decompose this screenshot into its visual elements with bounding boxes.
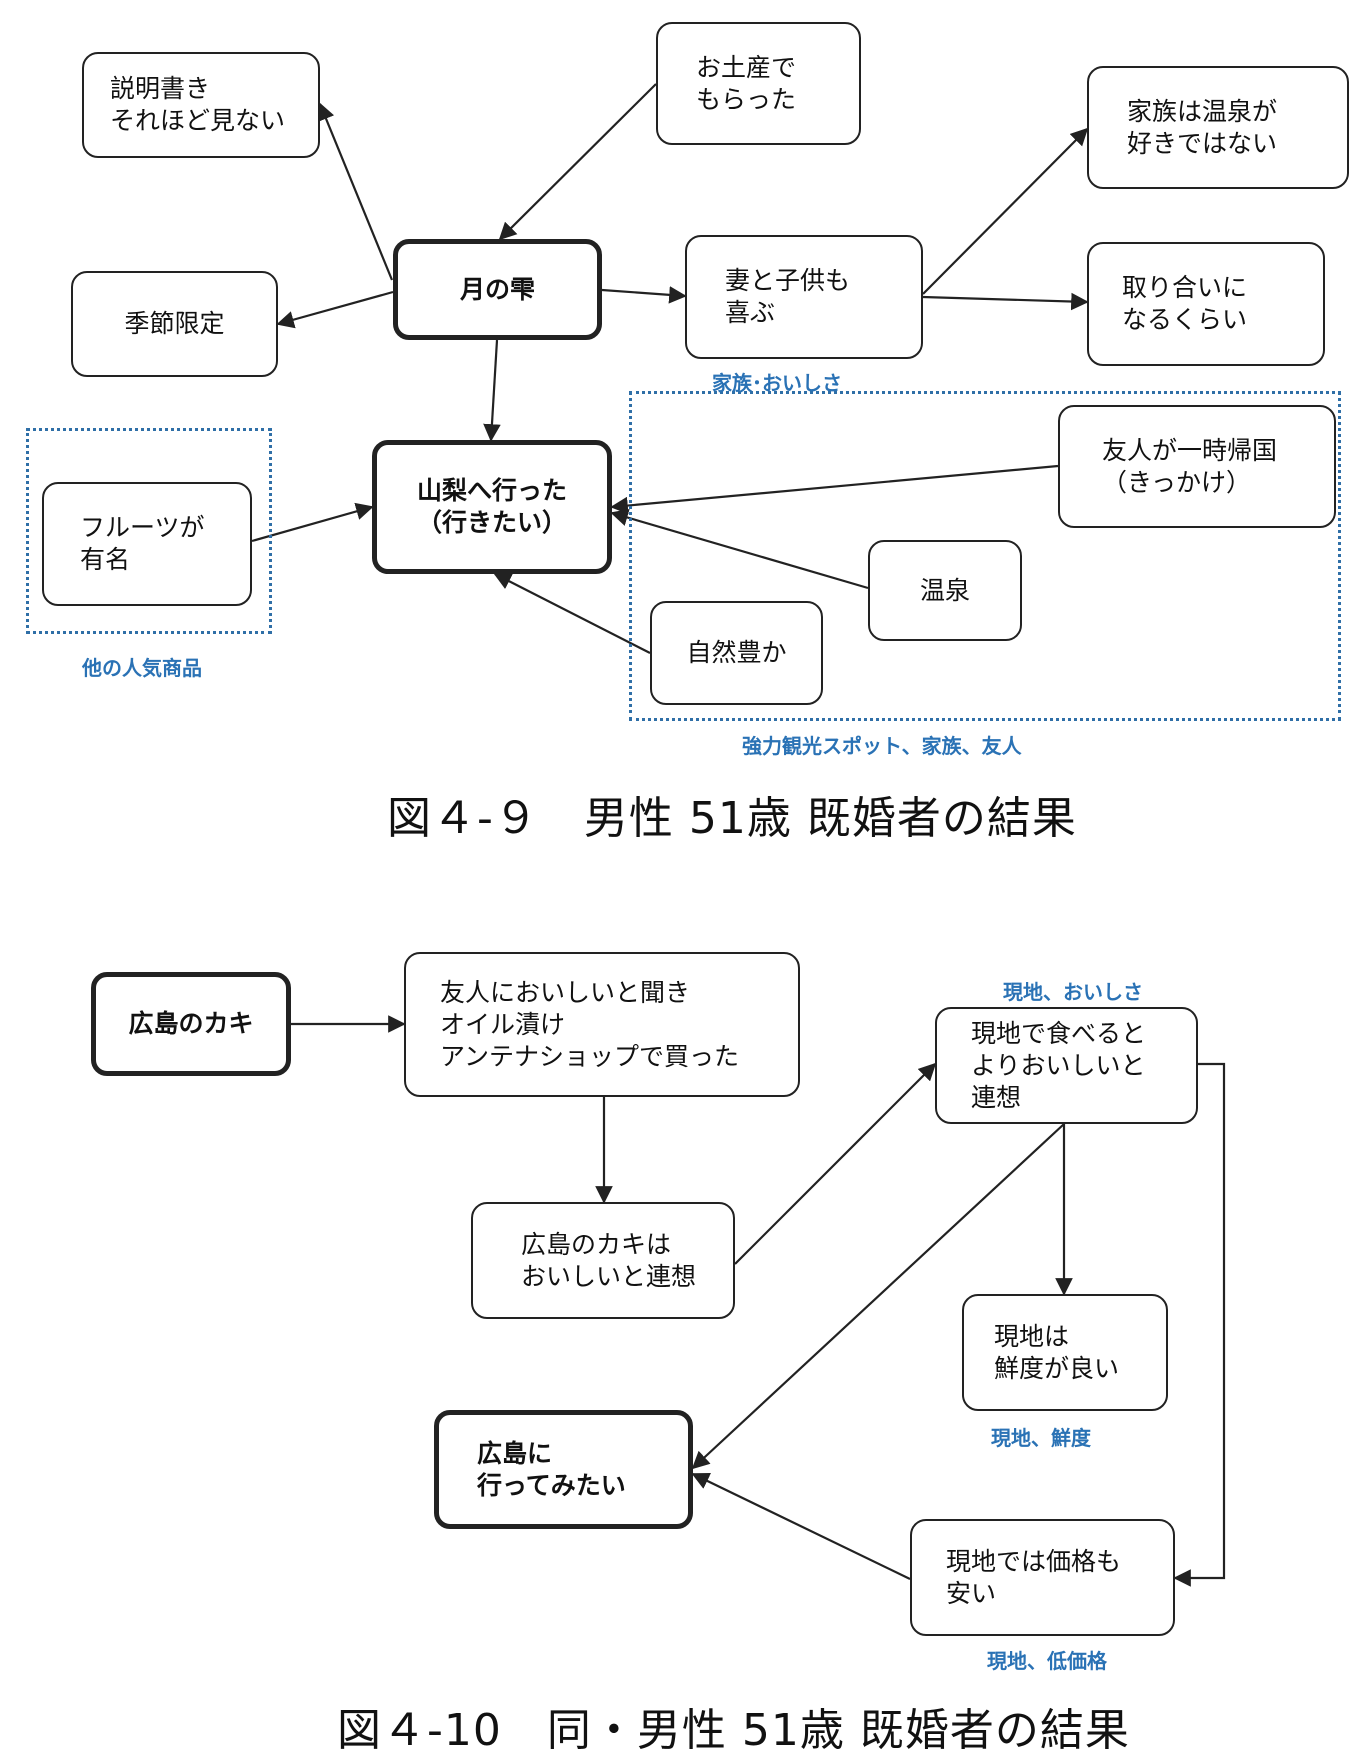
node-want-go: 広島に 行ってみたい xyxy=(434,1410,693,1529)
node-oyster: 広島のカキ xyxy=(91,972,291,1076)
arrow-onsen-to-yamanashi xyxy=(610,509,869,590)
group-label-local-fresh: 現地、鮮度 xyxy=(991,1426,1091,1450)
arrow-souvenir-to-moon xyxy=(498,83,657,241)
arrow-moon-to-wife xyxy=(601,286,687,304)
node-assoc: 広島のカキは おいしいと連想 xyxy=(471,1202,735,1319)
node-fruit: フルーツが 有名 xyxy=(42,482,252,606)
node-souvenir: お土産で もらった xyxy=(656,22,861,145)
node-local-taste: 現地で食べると よりおいしいと 連想 xyxy=(935,1007,1198,1124)
node-moon-drop: 月の雫 xyxy=(393,239,602,340)
group-label-family-taste: 家族･おいしさ xyxy=(712,371,842,395)
group-label-strong-spot: 強力観光スポット、家族、友人 xyxy=(742,734,1022,758)
node-cheap: 現地では価格も 安い xyxy=(910,1519,1175,1636)
node-onsen-family: 家族は温泉が 好きではない xyxy=(1087,66,1349,189)
arrow-moon-to-manual xyxy=(317,102,394,281)
arrow-local-to-cheap xyxy=(1173,1062,1226,1587)
arrow-fruit-to-yamanashi xyxy=(251,502,374,543)
node-wife: 妻と子供も 喜ぶ xyxy=(685,235,923,359)
group-box-strong-spot xyxy=(629,391,1341,721)
group-label-local-price: 現地、低価格 xyxy=(987,1649,1107,1673)
node-yamanashi: 山梨へ行った （行きたい） xyxy=(372,440,612,574)
node-friend-heard: 友人においしいと聞き オイル漬け アンテナショップで買った xyxy=(404,952,800,1097)
node-friend: 友人が一時帰国 （きっかけ） xyxy=(1058,405,1336,528)
node-fight: 取り合いに なるくらい xyxy=(1087,242,1325,366)
node-nature: 自然豊か xyxy=(650,601,823,705)
arrow-wife-to-fight xyxy=(922,292,1089,311)
group-label-local-taste: 現地、おいしさ xyxy=(1003,980,1143,1004)
node-fresh: 現地は 鮮度が良い xyxy=(962,1294,1168,1411)
node-season: 季節限定 xyxy=(71,271,278,377)
arrow-moon-to-yamanashi xyxy=(483,339,501,442)
arrow-assoc-to-local xyxy=(734,1062,937,1265)
node-onsen: 温泉 xyxy=(868,540,1022,641)
figure-caption-2: 図４-10 同・男性 51歳 既婚者の結果 xyxy=(337,1705,1130,1756)
arrow-cheap-to-wantgo xyxy=(691,1472,911,1580)
arrow-friend-to-yamanashi xyxy=(610,464,1059,515)
arrow-local-to-wantgo xyxy=(691,1123,1065,1470)
figure-caption-1: 図４-９ 男性 51歳 既婚者の結果 xyxy=(387,793,1077,844)
arrow-moon-to-season xyxy=(276,290,394,329)
arrow-wife-to-onsen-family xyxy=(922,127,1089,295)
group-box-other-popular xyxy=(26,428,272,634)
arrow-nature-to-yamanashi xyxy=(493,573,651,654)
group-label-other-popular: 他の人気商品 xyxy=(82,656,202,680)
node-manual: 説明書き それほど見ない xyxy=(82,52,320,158)
